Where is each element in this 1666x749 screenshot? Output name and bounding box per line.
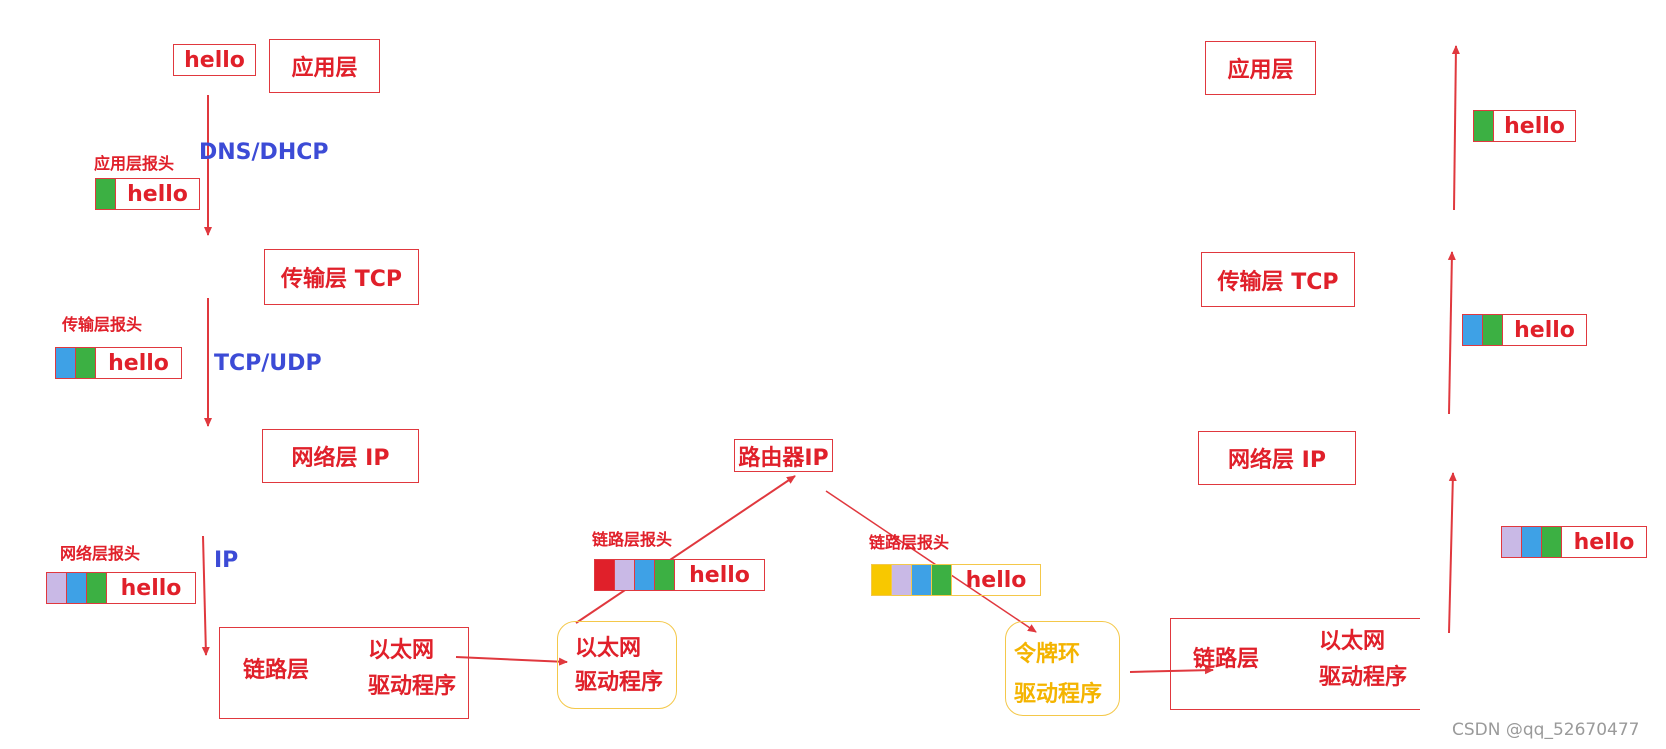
- right-network-layer: 网络层 IP: [1198, 431, 1356, 485]
- router-token-driver-line2: 驱动程序: [1014, 682, 1103, 707]
- proto-dns-dhcp: DNS/DHCP: [199, 140, 329, 165]
- packet-app-data: hello: [173, 44, 256, 76]
- packet-right-transport: hello: [1462, 314, 1587, 346]
- segment-transport-header: [56, 348, 76, 378]
- segment-transport-header: [912, 565, 932, 595]
- arrow-right-transport-to-app: [1451, 45, 1460, 211]
- packet-payload: hello: [127, 181, 188, 207]
- watermark: CSDN @qq_52670477: [1452, 720, 1640, 740]
- packet-network: hello: [46, 572, 196, 604]
- segment-transport-header: [635, 560, 655, 590]
- right-transport-layer: 传输层 TCP: [1201, 252, 1355, 307]
- left-link-layer-label: 链路层: [243, 658, 310, 683]
- left-app-header-label: 应用层报头: [94, 154, 175, 173]
- arrow-right-link-to-network: [1448, 472, 1457, 634]
- right-link-layer: 链路层 以太网 驱动程序: [1170, 618, 1420, 710]
- right-link-driver-line1: 以太网: [1319, 629, 1386, 654]
- left-network-layer: 网络层 IP: [262, 429, 419, 483]
- segment-network-header: [1502, 527, 1522, 557]
- packet-right-app: hello: [1473, 110, 1576, 142]
- left-link-driver-line2: 驱动程序: [368, 674, 457, 699]
- router-eth-driver-line1: 以太网: [575, 636, 642, 661]
- proto-tcp-udp: TCP/UDP: [214, 351, 322, 376]
- left-network-header-label: 网络层报头: [60, 544, 141, 563]
- packet-payload: hello: [1573, 529, 1635, 555]
- router-eth-driver-line2: 驱动程序: [575, 670, 664, 695]
- packet-app-header: hello: [95, 178, 200, 210]
- left-app-layer: 应用层: [269, 39, 380, 93]
- segment-app-header: [1474, 111, 1494, 141]
- arrow-right-network-to-transport: [1447, 251, 1456, 415]
- segment-token-ring-header: [872, 565, 892, 595]
- packet-payload: hello: [108, 350, 169, 376]
- router-link-header-label-left: 链路层报头: [592, 530, 673, 549]
- segment-network-header: [892, 565, 912, 595]
- router-token-driver-line1: 令牌环: [1014, 642, 1081, 667]
- packet-payload: hello: [184, 47, 245, 73]
- router-ip: 路由器IP: [734, 439, 833, 472]
- arrow-network-to-link: [201, 535, 210, 656]
- proto-ip: IP: [214, 548, 239, 573]
- router-token-ring-driver: 令牌环 驱动程序: [1005, 621, 1120, 716]
- segment-ethernet-header: [595, 560, 615, 590]
- packet-transport: hello: [55, 347, 182, 379]
- router-ethernet-driver: 以太网 驱动程序: [557, 621, 677, 709]
- segment-app-header: [87, 573, 107, 603]
- right-link-driver-line2: 驱动程序: [1319, 665, 1408, 690]
- segment-transport-header: [1463, 315, 1483, 345]
- right-link-layer-label: 链路层: [1193, 647, 1260, 672]
- router-link-header-label-right: 链路层报头: [869, 533, 950, 552]
- packet-payload: hello: [120, 575, 182, 601]
- packet-ethernet-frame: hello: [594, 559, 765, 591]
- left-transport-layer: 传输层 TCP: [264, 249, 419, 305]
- left-transport-header-label: 传输层报头: [62, 315, 143, 334]
- segment-app-header: [96, 179, 116, 209]
- packet-right-network: hello: [1501, 526, 1647, 558]
- packet-payload: hello: [965, 567, 1027, 593]
- packet-token-ring-frame: hello: [871, 564, 1041, 596]
- arrow-link-to-router-driver: [455, 656, 568, 666]
- segment-network-header: [615, 560, 635, 590]
- segment-app-header: [1542, 527, 1562, 557]
- segment-app-header: [655, 560, 675, 590]
- segment-transport-header: [67, 573, 87, 603]
- segment-transport-header: [1522, 527, 1542, 557]
- arrow-driver-to-router-ip: [575, 475, 796, 624]
- left-link-layer: 链路层 以太网 驱动程序: [219, 627, 469, 719]
- packet-payload: hello: [1514, 317, 1575, 343]
- packet-payload: hello: [1504, 113, 1565, 139]
- segment-network-header: [47, 573, 67, 603]
- packet-payload: hello: [689, 562, 750, 588]
- arrow-token-to-right-link: [1129, 666, 1214, 675]
- right-app-layer: 应用层: [1205, 41, 1316, 95]
- segment-app-header: [1483, 315, 1503, 345]
- segment-app-header: [932, 565, 952, 595]
- left-link-driver-line1: 以太网: [368, 638, 435, 663]
- segment-app-header: [76, 348, 96, 378]
- arrow-router-ip-to-token: [825, 490, 1037, 633]
